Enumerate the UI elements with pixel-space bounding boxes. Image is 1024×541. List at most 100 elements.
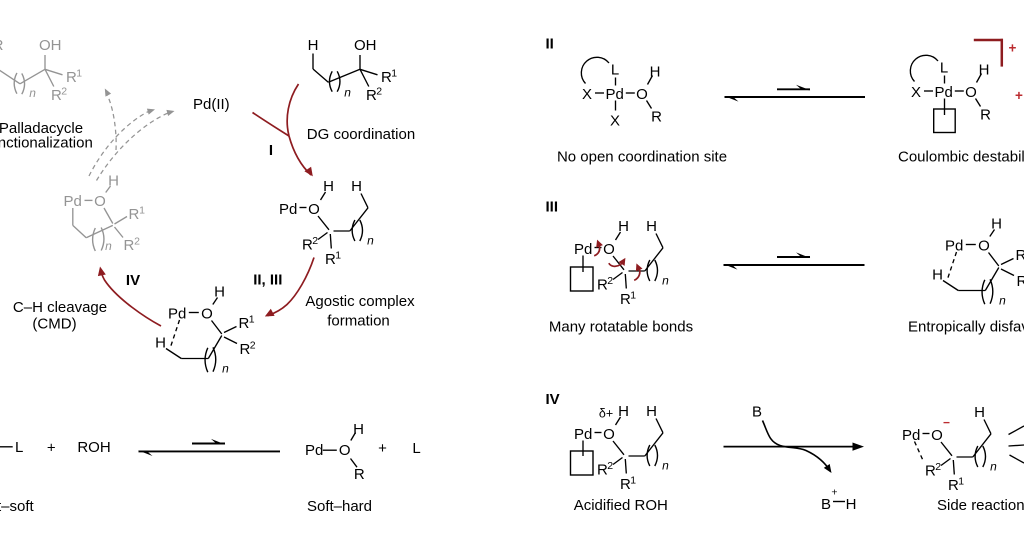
svg-text:H: H xyxy=(650,64,661,81)
svg-text:n: n xyxy=(222,362,229,376)
svg-text:H: H xyxy=(618,403,629,420)
svg-text:n: n xyxy=(662,274,669,288)
svg-text:O: O xyxy=(965,84,977,101)
svg-text:R: R xyxy=(354,466,365,483)
svg-text:II: II xyxy=(546,36,554,53)
svg-text:n: n xyxy=(105,239,112,253)
svg-text:R: R xyxy=(0,37,4,54)
svg-text:2: 2 xyxy=(376,86,382,98)
svg-text:I: I xyxy=(269,142,273,159)
svg-text:H: H xyxy=(351,178,362,195)
svg-text:+: + xyxy=(47,439,56,456)
svg-text:Acidified ROH: Acidified ROH xyxy=(574,497,668,514)
svg-text:O: O xyxy=(603,241,615,258)
svg-text:+: + xyxy=(831,487,837,499)
svg-text:O: O xyxy=(339,442,351,459)
svg-text:O: O xyxy=(636,86,648,103)
svg-text:functionalization: functionalization xyxy=(0,135,93,152)
svg-text:formation: formation xyxy=(327,313,390,330)
svg-text:B: B xyxy=(752,404,762,421)
svg-text:H: H xyxy=(932,266,943,283)
svg-text:H: H xyxy=(155,334,166,351)
svg-text:n: n xyxy=(999,294,1006,308)
svg-text:III: III xyxy=(546,199,559,216)
svg-text:H: H xyxy=(991,216,1002,233)
svg-text:H: H xyxy=(353,421,364,438)
svg-text:OH: OH xyxy=(354,37,377,54)
svg-text:IV: IV xyxy=(546,391,560,408)
svg-text:+: + xyxy=(1009,41,1017,56)
svg-text:2: 2 xyxy=(607,460,613,472)
svg-text:O: O xyxy=(931,427,943,444)
svg-text:Coulombic destabilization: Coulombic destabilization xyxy=(898,149,1024,166)
svg-text:2: 2 xyxy=(607,275,613,287)
svg-text:B: B xyxy=(821,496,831,513)
svg-text:H: H xyxy=(214,284,225,301)
svg-text:R: R xyxy=(124,237,135,254)
svg-text:(CMD): (CMD) xyxy=(32,316,76,333)
svg-text:C–H cleavage: C–H cleavage xyxy=(13,299,107,316)
svg-text:2: 2 xyxy=(61,86,67,98)
svg-text:Pd: Pd xyxy=(945,238,963,255)
svg-text:R: R xyxy=(1016,247,1024,264)
svg-text:Pd: Pd xyxy=(574,241,592,258)
svg-text:1: 1 xyxy=(958,476,964,488)
svg-text:H: H xyxy=(618,218,629,235)
svg-text:R: R xyxy=(129,206,140,223)
svg-text:+: + xyxy=(1015,88,1023,103)
svg-text:H: H xyxy=(646,403,657,420)
svg-text:No open coordination site: No open coordination site xyxy=(557,149,727,166)
svg-text:n: n xyxy=(662,459,669,473)
svg-text:L: L xyxy=(940,60,948,77)
svg-text:O: O xyxy=(201,306,213,323)
svg-text:OH: OH xyxy=(39,37,62,54)
svg-text:ROH: ROH xyxy=(77,439,110,456)
svg-text:1: 1 xyxy=(249,314,255,326)
svg-text:2: 2 xyxy=(312,235,318,247)
svg-text:L: L xyxy=(611,62,619,79)
svg-text:2: 2 xyxy=(935,461,941,473)
svg-text:H: H xyxy=(108,173,119,190)
svg-text:Pd: Pd xyxy=(279,201,297,218)
svg-text:Soft–hard: Soft–hard xyxy=(307,498,372,515)
svg-text:Soft–soft: Soft–soft xyxy=(0,498,35,515)
svg-text:n: n xyxy=(29,86,36,100)
svg-text:n: n xyxy=(344,86,351,100)
svg-text:Pd: Pd xyxy=(935,84,953,101)
svg-text:2: 2 xyxy=(134,236,140,248)
svg-text:1: 1 xyxy=(391,68,397,80)
svg-text:−: − xyxy=(943,416,950,430)
svg-text:R: R xyxy=(651,109,662,126)
svg-text:O: O xyxy=(603,426,615,443)
svg-text:O: O xyxy=(308,201,320,218)
svg-text:n: n xyxy=(367,234,374,248)
svg-text:R: R xyxy=(980,107,991,124)
svg-text:Agostic complex: Agostic complex xyxy=(305,293,415,310)
svg-text:Entropically disfavored: Entropically disfavored xyxy=(908,319,1024,336)
svg-text:L: L xyxy=(412,440,420,457)
svg-text:H: H xyxy=(979,62,990,79)
svg-text:1: 1 xyxy=(630,290,636,302)
svg-text:1: 1 xyxy=(76,68,82,80)
svg-text:H: H xyxy=(646,218,657,235)
svg-text:DG coordination: DG coordination xyxy=(307,126,415,143)
svg-text:Pd: Pd xyxy=(305,442,323,459)
svg-text:Many rotatable bonds: Many rotatable bonds xyxy=(549,319,693,336)
svg-text:H: H xyxy=(974,404,985,421)
svg-text:R: R xyxy=(1017,273,1024,290)
svg-text:δ+: δ+ xyxy=(599,407,613,421)
svg-text:Side reactions: Side reactions xyxy=(937,497,1024,514)
svg-text:Pd: Pd xyxy=(574,426,592,443)
svg-text:Pd: Pd xyxy=(168,306,186,323)
svg-text:X: X xyxy=(911,84,921,101)
svg-text:1: 1 xyxy=(139,205,145,217)
svg-text:Pd: Pd xyxy=(902,427,920,444)
svg-text:H: H xyxy=(308,37,319,54)
svg-text:IV: IV xyxy=(126,272,140,289)
svg-text:H: H xyxy=(323,178,334,195)
svg-text:X: X xyxy=(610,113,620,130)
svg-text:II, III: II, III xyxy=(253,271,282,288)
svg-text:1: 1 xyxy=(630,475,636,487)
svg-text:2: 2 xyxy=(250,340,256,352)
svg-text:1: 1 xyxy=(335,250,341,262)
